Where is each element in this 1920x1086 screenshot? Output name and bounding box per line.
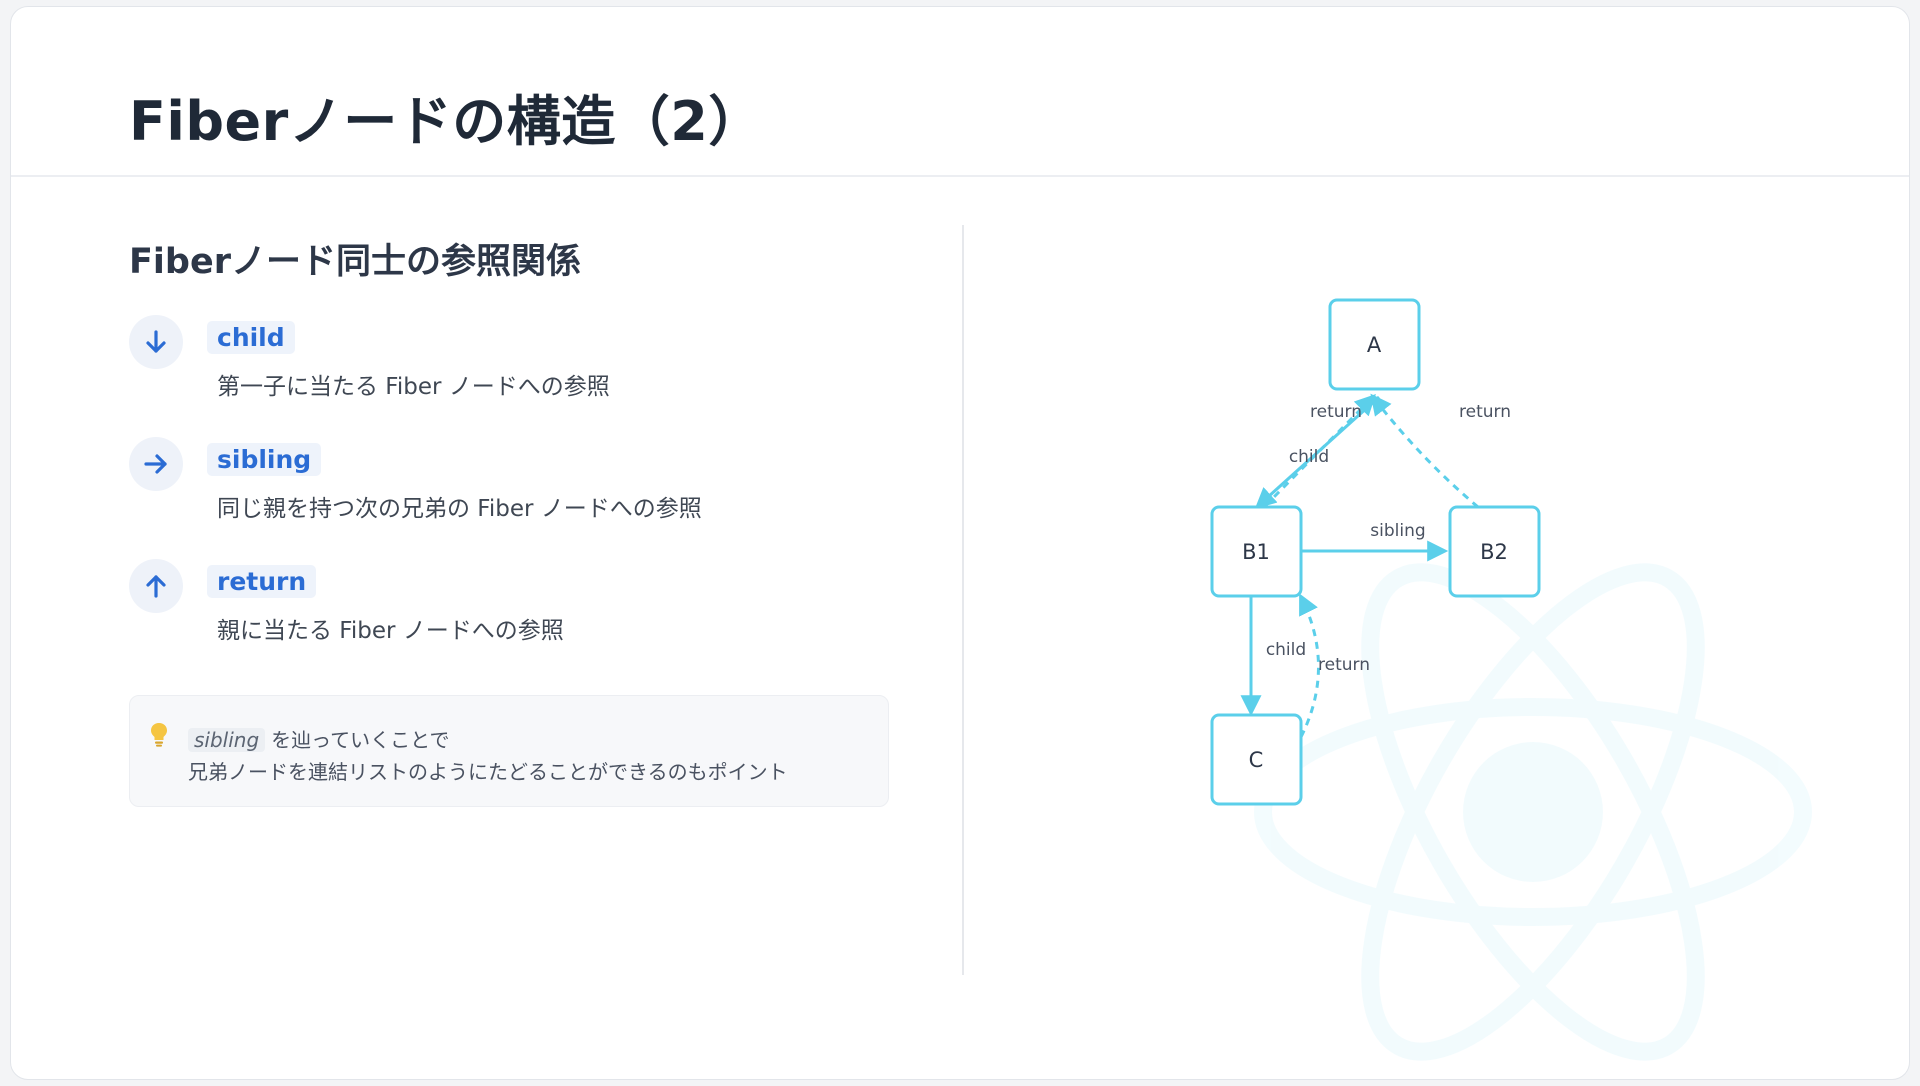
reference-name: child [207, 321, 295, 354]
arrow-right-icon [129, 437, 183, 491]
lightbulb-icon [151, 723, 167, 747]
reference-item-child: child 第一子に当たる Fiber ノードへの参照 [129, 315, 909, 415]
node-b1: B1 [1210, 505, 1303, 598]
tip-line-2: 兄弟ノードを連結リストのようにたどることができるのもポイント [188, 760, 788, 784]
edge-label-sibling: sibling [1370, 521, 1425, 541]
node-c-label: C [1249, 748, 1264, 772]
node-a: A [1328, 298, 1421, 391]
edge-label-return: return [1310, 402, 1362, 422]
edge-label-return: return [1459, 402, 1511, 422]
arrow-down-icon [129, 315, 183, 369]
reference-name: return [207, 565, 317, 598]
slide: Fiberノードの構造（2） Fiberノード同士の参照関係 child 第一子… [10, 6, 1910, 1080]
reference-description: 同じ親を持つ次の兄弟の Fiber ノードへの参照 [217, 496, 702, 522]
reference-description: 親に当たる Fiber ノードへの参照 [217, 618, 564, 644]
fiber-tree-diagram: A B1 B2 C return child return sibling ch… [1210, 298, 1812, 1061]
node-b2-label: B2 [1480, 540, 1508, 564]
edge-label-child: child [1289, 447, 1329, 467]
tip-line-1-text: を辿っていくことで [271, 728, 450, 752]
column-divider [962, 225, 964, 975]
reference-item-return: return 親に当たる Fiber ノードへの参照 [129, 559, 909, 659]
node-c: C [1210, 713, 1303, 806]
node-b1-label: B1 [1242, 540, 1270, 564]
tip-code: sibling [188, 728, 266, 752]
left-panel: Fiberノード同士の参照関係 child 第一子に当たる Fiber ノードへ… [129, 177, 919, 1057]
edge-label-return: return [1318, 655, 1370, 675]
arrow-up-icon [129, 559, 183, 613]
reference-name: sibling [207, 443, 322, 476]
page-title: Fiberノードの構造（2） [129, 90, 763, 153]
node-b2: B2 [1448, 505, 1541, 598]
react-logo-watermark [1254, 563, 1812, 1061]
edge-c-b1-return [1299, 593, 1320, 738]
edge-b2-a-return [1370, 393, 1479, 509]
reference-description: 第一子に当たる Fiber ノードへの参照 [217, 374, 610, 400]
reference-item-sibling: sibling 同じ親を持つ次の兄弟の Fiber ノードへの参照 [129, 437, 909, 537]
section-title: Fiberノード同士の参照関係 [129, 242, 581, 282]
node-a-label: A [1367, 333, 1382, 357]
slide-header: Fiberノードの構造（2） [11, 7, 1909, 177]
edge-label-child: child [1266, 640, 1306, 660]
